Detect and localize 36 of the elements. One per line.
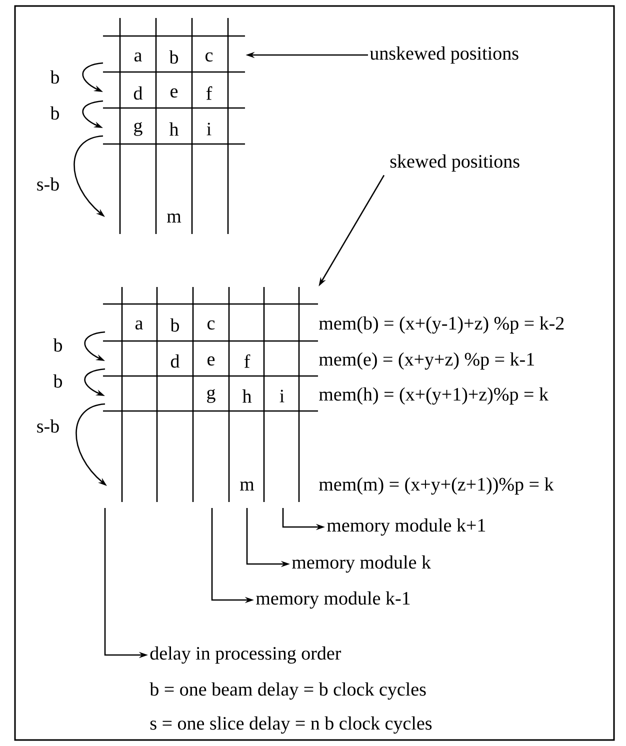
text-label: skewed positions	[390, 154, 520, 172]
cell-letter: c	[206, 52, 213, 62]
cell-letter: m	[167, 214, 182, 222]
cell-letter: i	[280, 390, 284, 402]
cell-letter: f	[244, 354, 250, 368]
text-label: unskewed positions	[370, 46, 518, 64]
cell-letter: b	[170, 318, 180, 332]
delay-label: b	[50, 70, 60, 84]
grid-drawing	[103, 18, 245, 234]
delay-label: b	[50, 106, 60, 120]
delay-label: s-b	[37, 419, 59, 433]
cell-letter: a	[134, 52, 142, 62]
delay-label: b	[53, 374, 62, 388]
cell-letter: d	[170, 354, 180, 368]
cell-letter: a	[135, 320, 143, 330]
cell-letter: g	[134, 122, 142, 136]
text-label: memory module k	[292, 555, 431, 573]
cell-letter: e	[208, 356, 215, 366]
text-label: memory module k-1	[256, 591, 410, 609]
text-label: delay in processing order	[150, 646, 342, 664]
cell-letter: c	[208, 320, 215, 330]
cell-letter: g	[207, 389, 216, 403]
cell-letter: h	[242, 389, 252, 403]
cell-letter: e	[170, 88, 178, 98]
cell-letter: m	[240, 482, 254, 490]
cell-letter: f	[206, 86, 212, 100]
delay-label: b	[53, 338, 62, 352]
cell-letter: h	[169, 122, 178, 136]
text-label: memory module k+1	[327, 518, 486, 536]
note-text: b = one beam delay = b clock cycles	[150, 682, 426, 700]
grid-drawing	[103, 287, 318, 502]
cell-letter: d	[134, 86, 143, 100]
cell-letter: i	[206, 122, 212, 136]
cell-letter: b	[169, 50, 178, 64]
note-text: s = one slice delay = n b clock cycles	[150, 716, 432, 734]
delay-label: s-b	[37, 177, 59, 191]
